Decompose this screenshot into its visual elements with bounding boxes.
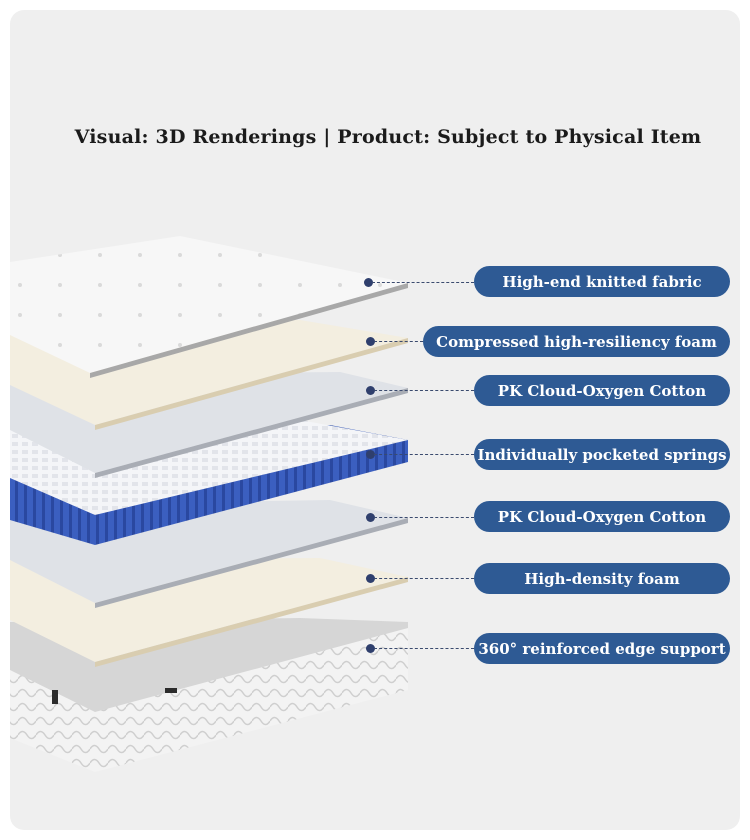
callout-dot	[364, 278, 373, 287]
callout-dot	[366, 644, 375, 653]
callout-line	[374, 454, 474, 455]
callout-dot	[366, 574, 375, 583]
label-pocketed-springs: Individually pocketed springs	[474, 439, 730, 470]
callout-dot	[366, 513, 375, 522]
callout-line	[374, 390, 474, 391]
label-high-density-foam: High-density foam	[474, 563, 730, 594]
label-edge-support: 360° reinforced edge support	[474, 633, 730, 664]
label-compressed-foam: Compressed high-resiliency foam	[423, 326, 730, 357]
label-cloud-oxygen-cotton-1: PK Cloud-Oxygen Cotton	[474, 375, 730, 406]
page-title: Visual: 3D Renderings | Product: Subject…	[74, 126, 702, 148]
callout-line	[374, 341, 423, 342]
label-knitted-fabric: High-end knitted fabric	[474, 266, 730, 297]
callout-line	[374, 517, 474, 518]
callout-dot	[366, 337, 375, 346]
callout-dot	[366, 450, 375, 459]
layer-knitted-fabric	[10, 236, 408, 378]
label-cloud-oxygen-cotton-2: PK Cloud-Oxygen Cotton	[474, 501, 730, 532]
callout-line	[374, 578, 474, 579]
callout-dot	[366, 386, 375, 395]
callout-line	[372, 282, 474, 283]
callout-line	[374, 648, 474, 649]
